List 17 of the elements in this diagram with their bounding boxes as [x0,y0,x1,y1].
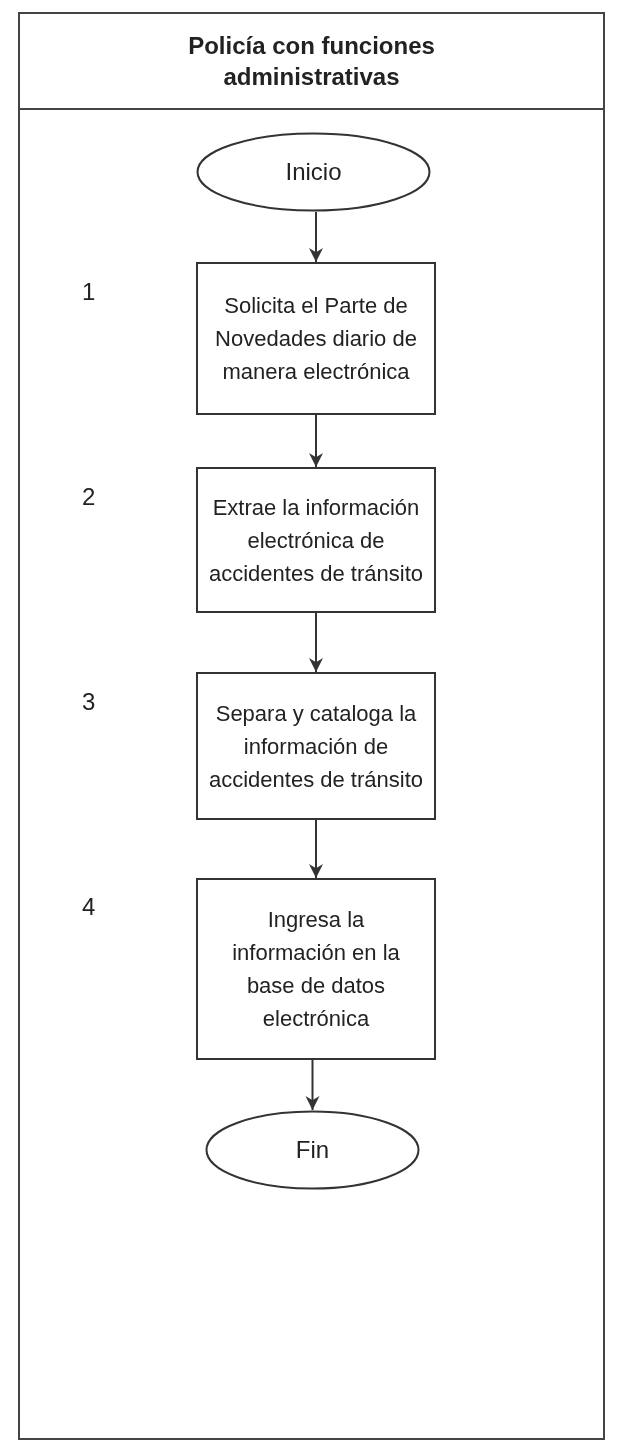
step-number: 3 [82,688,96,716]
terminal-label: Inicio [285,158,342,186]
arrow [305,1059,320,1111]
process-box: Ingresa la información en la base de datos electrónica [196,878,436,1060]
step-number: 1 [82,278,96,306]
arrow [309,612,323,673]
arrow [309,819,323,879]
step-number: 2 [82,483,96,511]
arrow [309,414,323,468]
process-box: Separa y cataloga la información de accidentes de tránsito [196,672,436,820]
process-box: Extrae la información electrónica de accidentes de tránsito [196,467,436,613]
terminal-label: Fin [295,1136,330,1164]
process-box: Solicita el Parte de Novedades diario de manera electrónica [196,262,436,415]
lane-title: Policía con funciones administrativas [187,31,436,92]
swimlane [18,12,605,1440]
arrow [309,211,323,263]
step-number: 4 [82,893,96,921]
